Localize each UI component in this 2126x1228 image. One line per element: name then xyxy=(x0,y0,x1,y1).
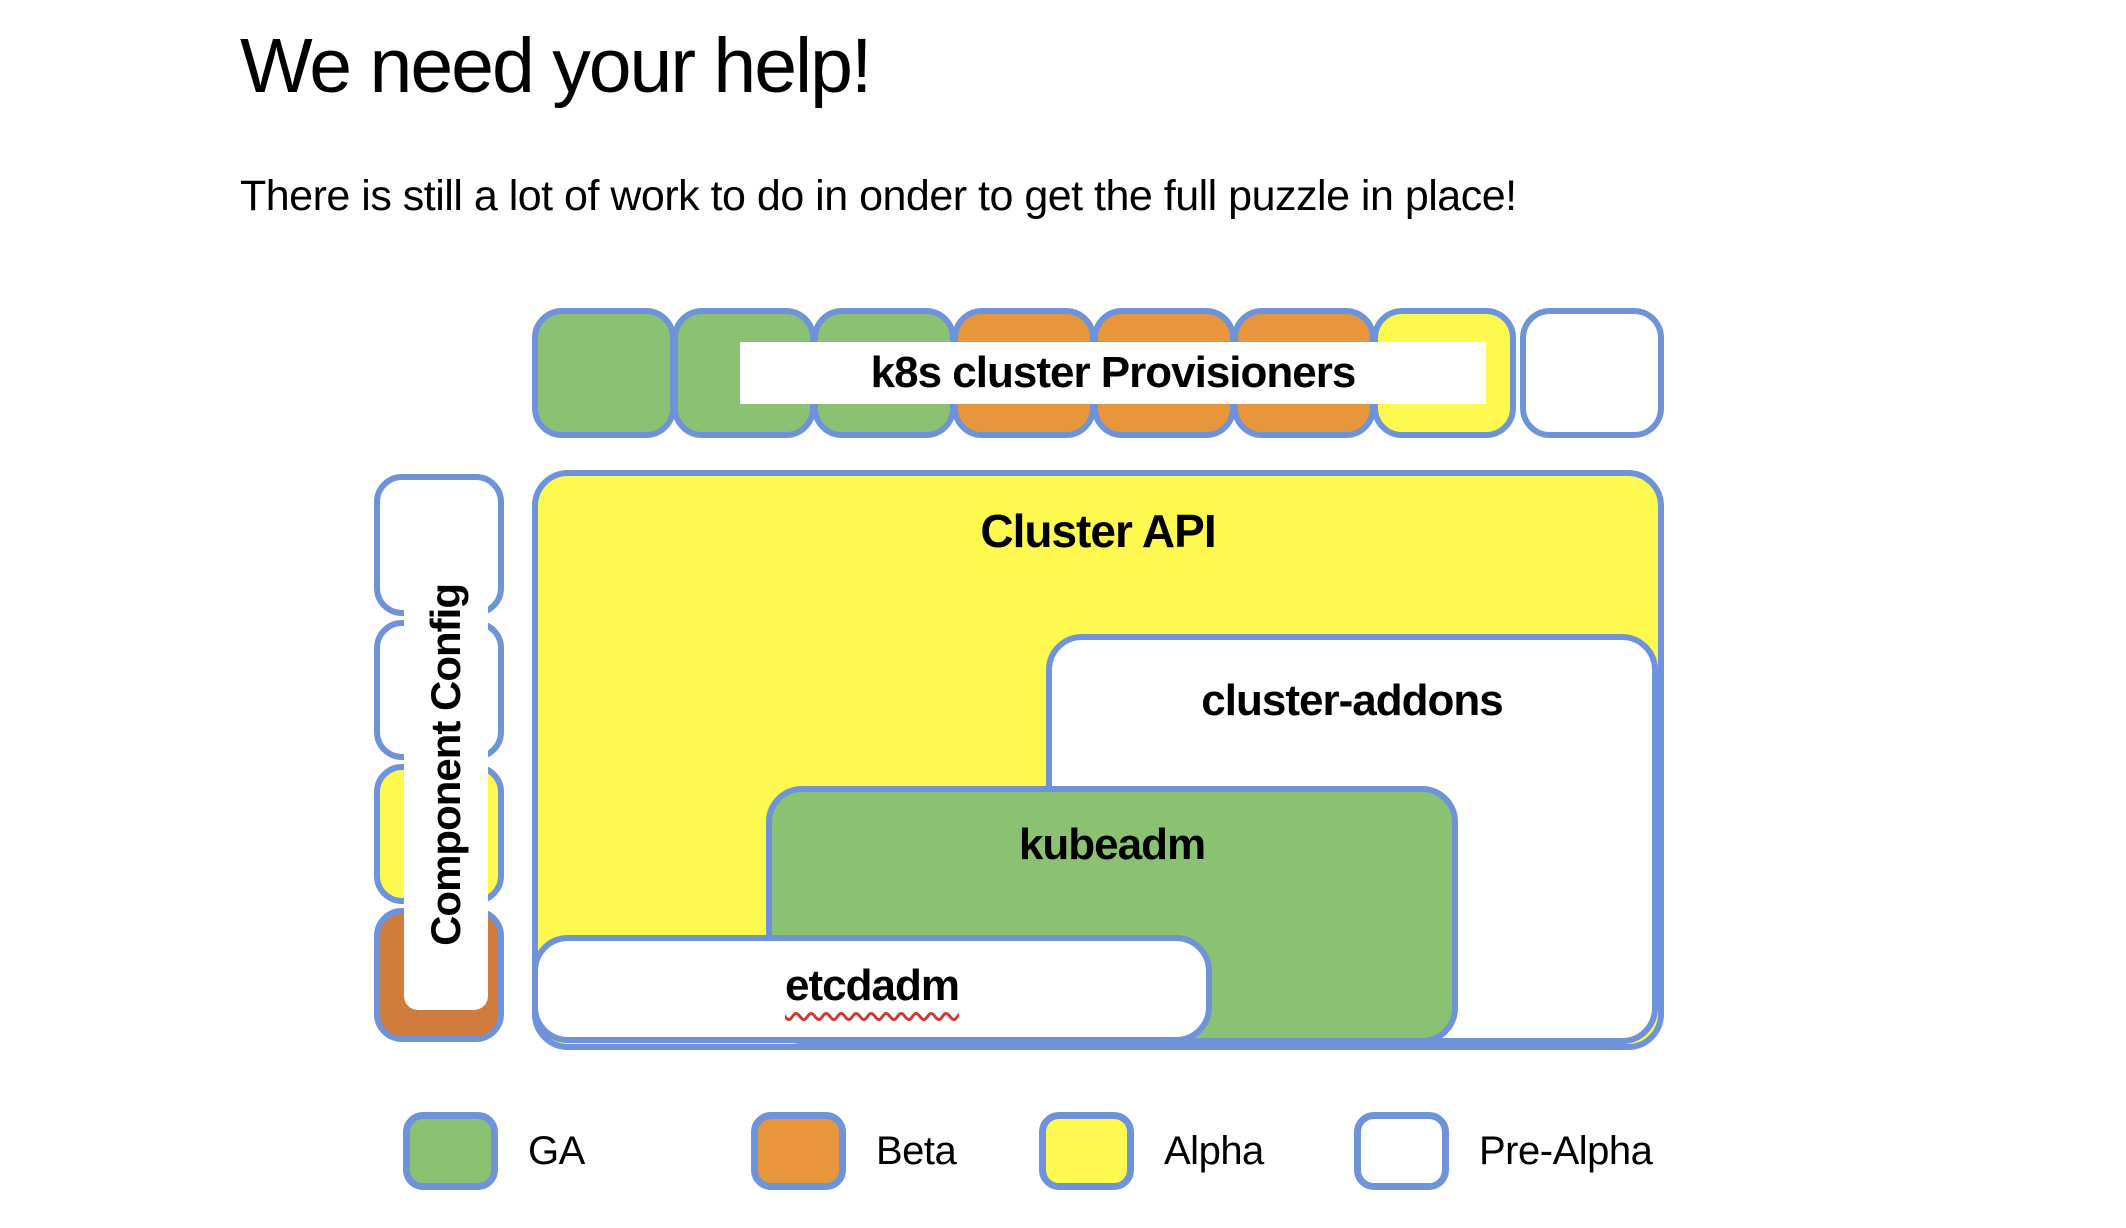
etcdadm-box: etcdadm xyxy=(532,935,1212,1043)
legend-label-ga: GA xyxy=(528,1128,585,1173)
component-config-label: Component Config xyxy=(422,584,469,946)
legend-item-beta: Beta xyxy=(751,1112,957,1190)
component-config-label-box: Component Config xyxy=(404,520,488,1010)
cluster-addons-label: cluster-addons xyxy=(1201,676,1503,725)
legend-swatch-ga xyxy=(403,1112,498,1190)
legend-item-pre-alpha: Pre-Alpha xyxy=(1354,1112,1653,1190)
legend-swatch-pre-alpha xyxy=(1354,1112,1449,1190)
cluster-api-label: Cluster API xyxy=(980,505,1216,557)
slide-title: We need your help! xyxy=(240,23,872,109)
legend-item-alpha: Alpha xyxy=(1039,1112,1264,1190)
legend-swatch-beta xyxy=(751,1112,846,1190)
legend-label-beta: Beta xyxy=(876,1128,957,1173)
provisioner-piece-1 xyxy=(532,308,676,438)
provisioners-label-box: k8s cluster Provisioners xyxy=(740,342,1486,404)
legend-swatch-alpha xyxy=(1039,1112,1134,1190)
legend-label-pre-alpha: Pre-Alpha xyxy=(1479,1128,1653,1173)
slide-subtitle: There is still a lot of work to do in on… xyxy=(240,172,1517,220)
provisioner-piece-8 xyxy=(1520,308,1664,438)
etcdadm-label: etcdadm xyxy=(785,961,960,1010)
legend-label-alpha: Alpha xyxy=(1164,1128,1264,1173)
provisioners-label: k8s cluster Provisioners xyxy=(870,348,1357,397)
legend-item-ga: GA xyxy=(403,1112,585,1190)
kubeadm-label: kubeadm xyxy=(1018,820,1206,869)
